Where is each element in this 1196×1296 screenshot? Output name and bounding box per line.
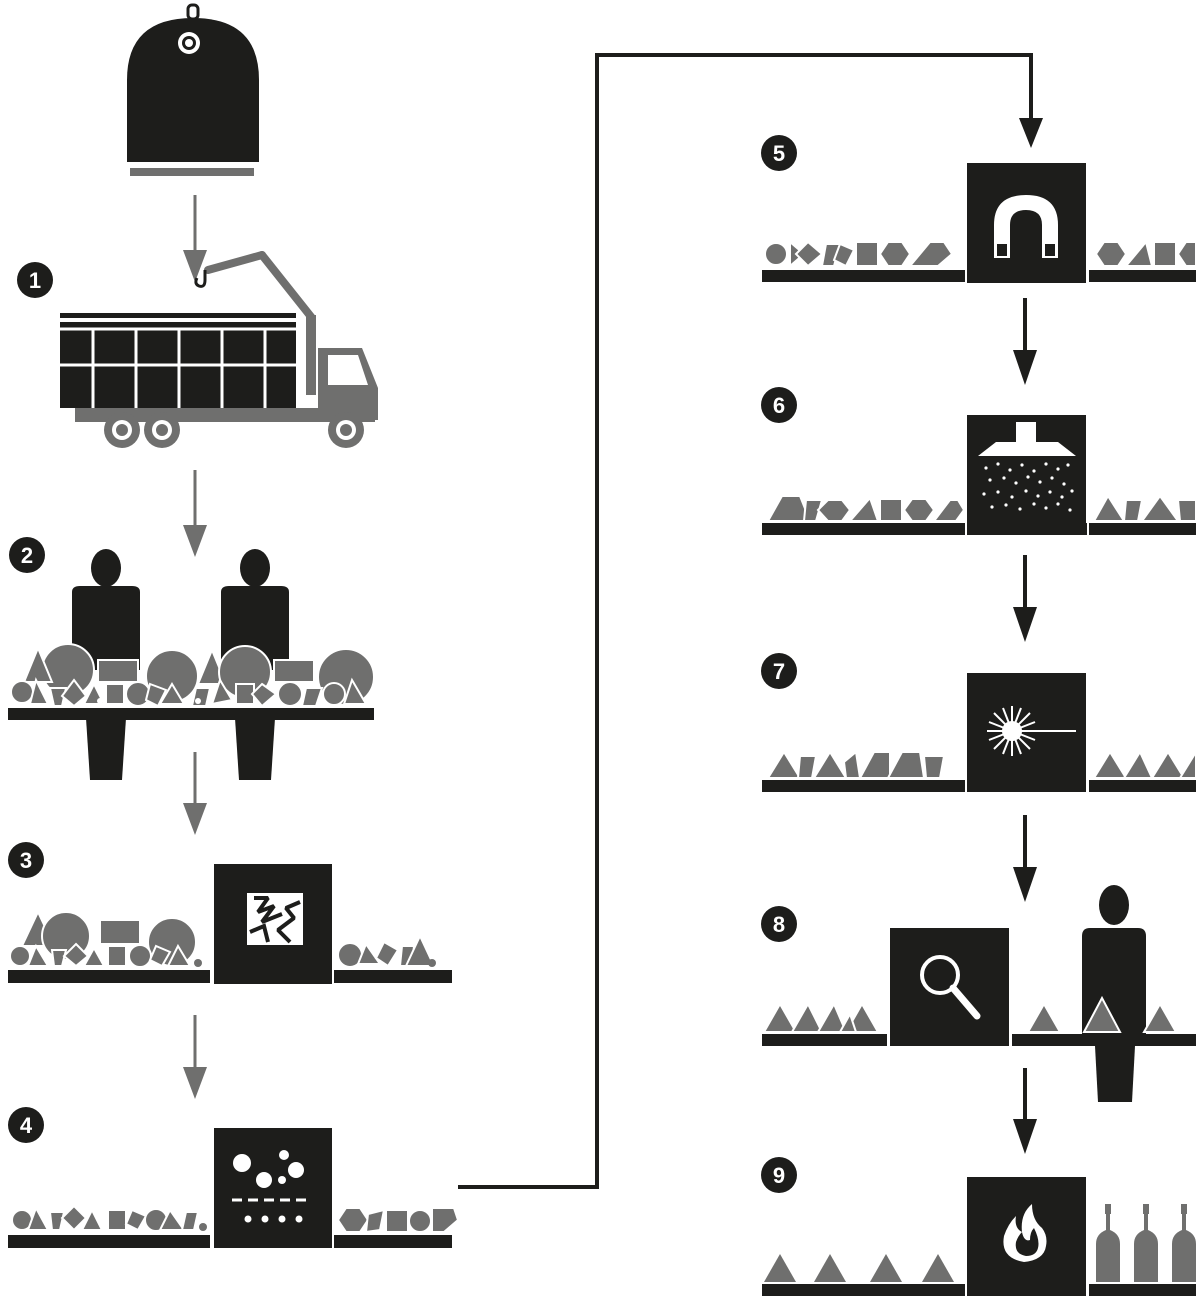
svg-text:9: 9	[773, 1163, 785, 1188]
svg-text:7: 7	[773, 659, 785, 684]
step-8-output-glass	[1026, 995, 1178, 1033]
svg-text:1: 1	[29, 268, 41, 293]
step-8: 8	[761, 885, 1196, 1102]
magnet-icon	[967, 163, 1086, 283]
step-3-output-glass	[337, 933, 436, 968]
glass-collection-bin-icon	[127, 3, 259, 176]
laser-sensor-icon	[967, 673, 1086, 792]
step-6: 6	[761, 387, 1196, 535]
step-3-input-glass	[9, 909, 197, 968]
svg-text:2: 2	[21, 543, 33, 568]
step-3-number-badge: 3	[8, 842, 44, 878]
step-4-number-badge: 4	[8, 1107, 44, 1143]
step-3: 3	[8, 842, 452, 984]
step-8-worker	[1082, 885, 1146, 1102]
inspection-icon	[890, 928, 1009, 1046]
svg-text:6: 6	[773, 393, 785, 418]
flow-arrows	[183, 53, 1043, 1189]
crane-truck-icon	[60, 251, 378, 448]
step-7: 7	[761, 653, 1196, 792]
step-4: 4	[8, 1107, 460, 1248]
step-9: 9	[761, 1157, 1196, 1296]
step-1: 1	[17, 251, 378, 448]
manual-sorting-icon	[8, 549, 375, 780]
step-2: 2	[8, 537, 375, 780]
step-8-input-glass	[762, 1001, 880, 1033]
svg-text:3: 3	[20, 848, 32, 873]
step-5-number-badge: 5	[761, 135, 797, 171]
step-4-input-glass	[11, 1204, 200, 1232]
svg-text:4: 4	[20, 1113, 33, 1138]
step-1-number-badge: 1	[17, 262, 53, 298]
step-7-output-glass	[1092, 749, 1196, 779]
step-5-input-glass	[764, 239, 954, 269]
step-6-number-badge: 6	[761, 387, 797, 423]
step-5-output-glass	[1094, 239, 1196, 267]
step-6-input-glass	[766, 495, 966, 522]
step-5: 5	[761, 135, 1196, 283]
svg-text:8: 8	[773, 912, 785, 937]
step-6-output-glass	[1092, 494, 1196, 522]
crusher-icon	[214, 864, 332, 984]
melting-furnace-icon	[967, 1177, 1086, 1296]
step-9-number-badge: 9	[761, 1157, 797, 1193]
step-7-number-badge: 7	[761, 653, 797, 689]
recycled-bottles-icon	[1096, 1204, 1196, 1282]
step-8-number-badge: 8	[761, 906, 797, 942]
step-2-number-badge: 2	[9, 537, 45, 573]
step-4-output-glass	[336, 1207, 460, 1234]
step-9-input-glass	[764, 1254, 954, 1282]
screening-icon	[214, 1128, 332, 1248]
step-7-input-glass	[766, 750, 946, 779]
air-separator-icon	[967, 415, 1086, 523]
svg-text:5: 5	[773, 141, 785, 166]
